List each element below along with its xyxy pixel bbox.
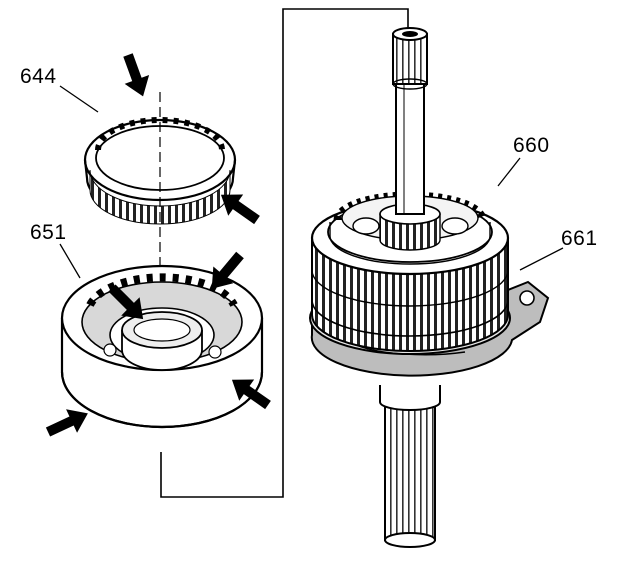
leader-line-644 [59,85,99,113]
leader-line-660 [497,157,521,187]
callout-651: 651 [30,221,67,244]
callout-661: 661 [561,227,598,250]
arrow-icon [231,379,271,410]
arrow-icon [211,251,244,289]
output-shaft [379,385,441,548]
callout-644: 644 [20,65,57,88]
arrow-icon [108,284,144,320]
leader-line-661 [519,247,564,271]
arrow-icon [220,194,260,225]
leader-line-651 [59,243,81,279]
assembly-connector-line [160,8,409,498]
callout-660: 660 [513,134,550,157]
arrow-icon [123,53,150,97]
input-shaft [392,27,428,215]
housing-651 [60,264,264,429]
arrow-icon [45,409,88,437]
gear-drum-660 [310,191,510,352]
